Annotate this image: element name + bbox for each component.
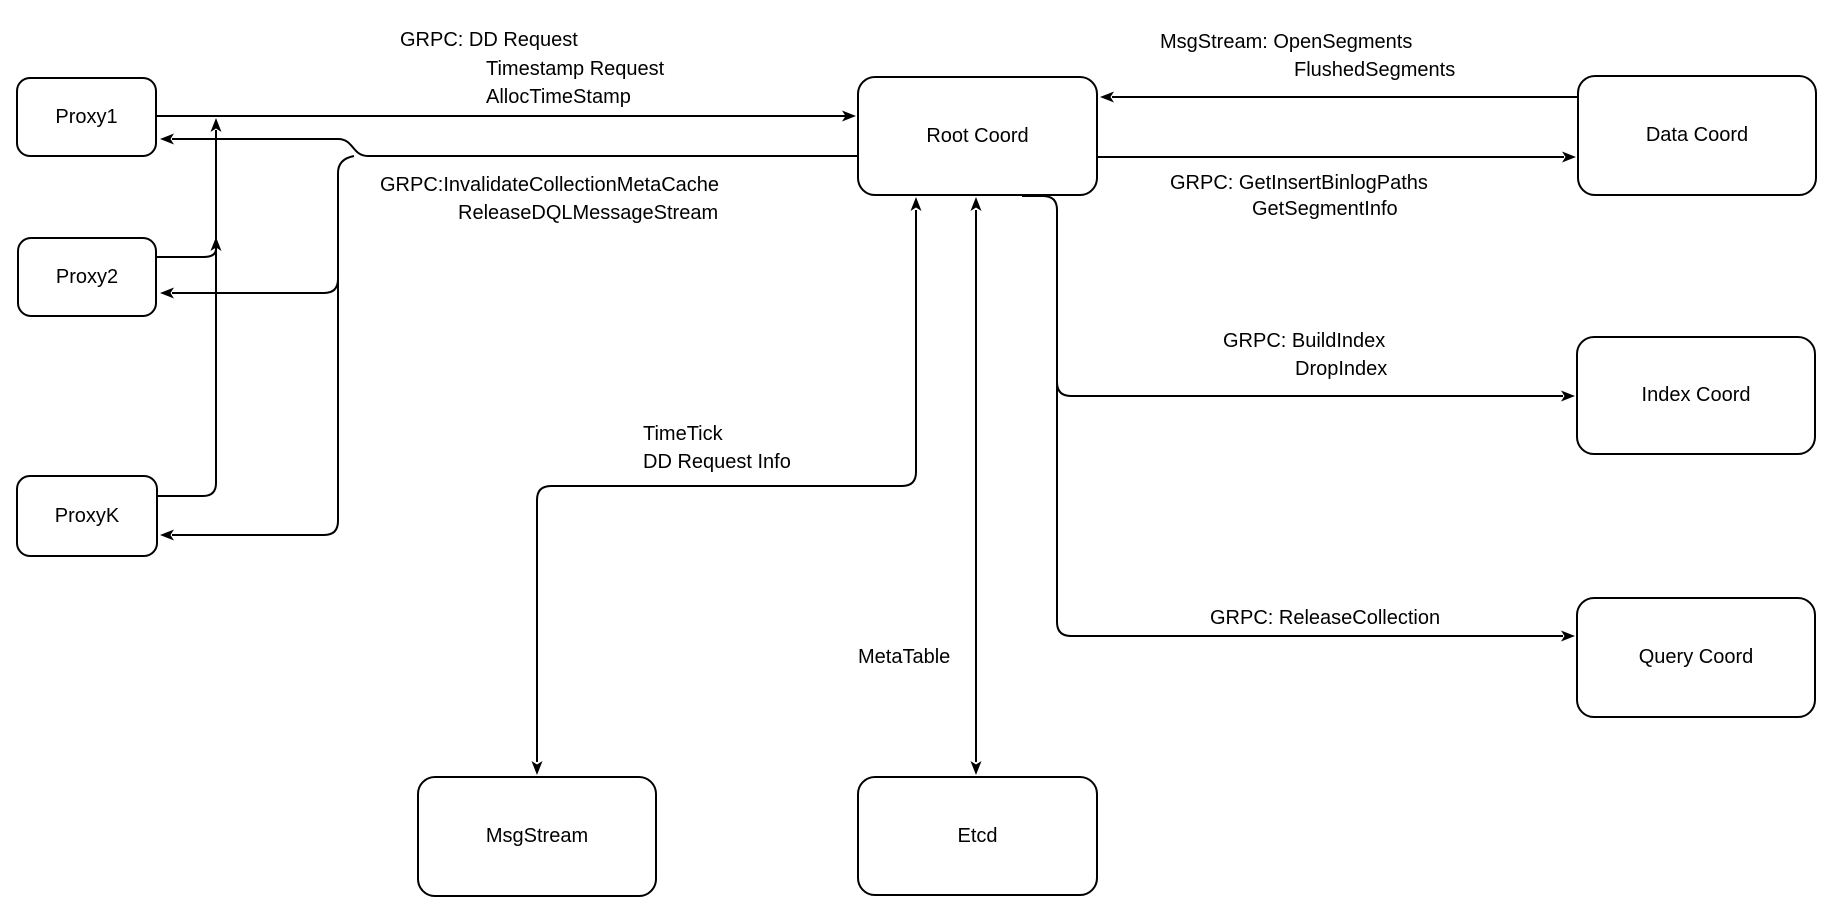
edge-label-timetick: TimeTick <box>643 423 723 445</box>
arrowhead-up-icon <box>910 197 922 211</box>
arrowhead-up-icon <box>210 118 222 132</box>
edge-label-flushedsegments: FlushedSegments <box>1294 59 1456 81</box>
edge-label-dd-request-info: DD Request Info <box>643 451 791 473</box>
edge-rootcoord-to-datacoord <box>1098 151 1576 163</box>
arrowhead-left-icon <box>160 133 174 145</box>
arrowhead-left-icon <box>160 287 174 299</box>
edge-label-getinsertbinlogpaths: GRPC: GetInsertBinlogPaths <box>1170 172 1428 194</box>
edge-label-releasecollection: GRPC: ReleaseCollection <box>1210 607 1441 629</box>
node-proxyk: ProxyK <box>16 475 158 557</box>
edge-label-dropindex: DropIndex <box>1295 358 1388 380</box>
node-msgstream: MsgStream <box>417 776 657 897</box>
arrowhead-down-icon <box>970 761 982 775</box>
node-index-coord: Index Coord <box>1576 336 1816 455</box>
edge-rootcoord-to-proxies <box>160 133 857 541</box>
edge-label-alloctimestamp: AllocTimeStamp <box>486 86 631 108</box>
edge-label-grpc-dd-request: GRPC: DD Request <box>400 29 578 51</box>
edge-rootcoord-to-msgstream <box>531 197 922 775</box>
arrowhead-right-icon <box>1561 630 1575 642</box>
edge-label-timestamp-request: Timestamp Request <box>486 58 665 80</box>
edge-label-metatable: MetaTable <box>858 646 951 668</box>
arrowhead-up-icon <box>210 237 222 251</box>
edge-rootcoord-to-indexcoord <box>1022 195 1575 642</box>
arrowhead-down-icon <box>531 761 543 775</box>
edge-proxy1-to-rootcoord <box>157 110 856 122</box>
node-root-coord: Root Coord <box>857 76 1098 196</box>
arrowhead-up-icon <box>970 197 982 211</box>
arrowhead-right-icon <box>1562 151 1576 163</box>
node-proxy2: Proxy2 <box>17 237 157 317</box>
edge-proxy2-to-rootcoord <box>157 237 222 258</box>
arrowhead-left-icon <box>160 529 174 541</box>
arrowhead-right-icon <box>842 110 856 122</box>
edge-label-release-dql-message-stream: ReleaseDQLMessageStream <box>458 202 719 224</box>
edge-label-invalidate-collection-meta-cache: GRPC:InvalidateCollectionMetaCache <box>380 174 720 196</box>
node-data-coord: Data Coord <box>1577 75 1817 196</box>
edge-label-getsegmentinfo: GetSegmentInfo <box>1252 198 1398 220</box>
arrowhead-left-icon <box>1100 91 1114 103</box>
edge-proxyk-to-rootcoord <box>158 118 222 497</box>
edge-rootcoord-to-etcd <box>970 197 982 775</box>
node-etcd: Etcd <box>857 776 1098 896</box>
arrowhead-right-icon <box>1561 390 1575 402</box>
node-proxy1: Proxy1 <box>16 77 157 157</box>
node-query-coord: Query Coord <box>1576 597 1816 718</box>
edge-label-buildindex: GRPC: BuildIndex <box>1223 330 1386 352</box>
edge-datacoord-to-rootcoord <box>1100 91 1577 103</box>
edge-label-msgstream-opensegments: MsgStream: OpenSegments <box>1160 31 1413 53</box>
